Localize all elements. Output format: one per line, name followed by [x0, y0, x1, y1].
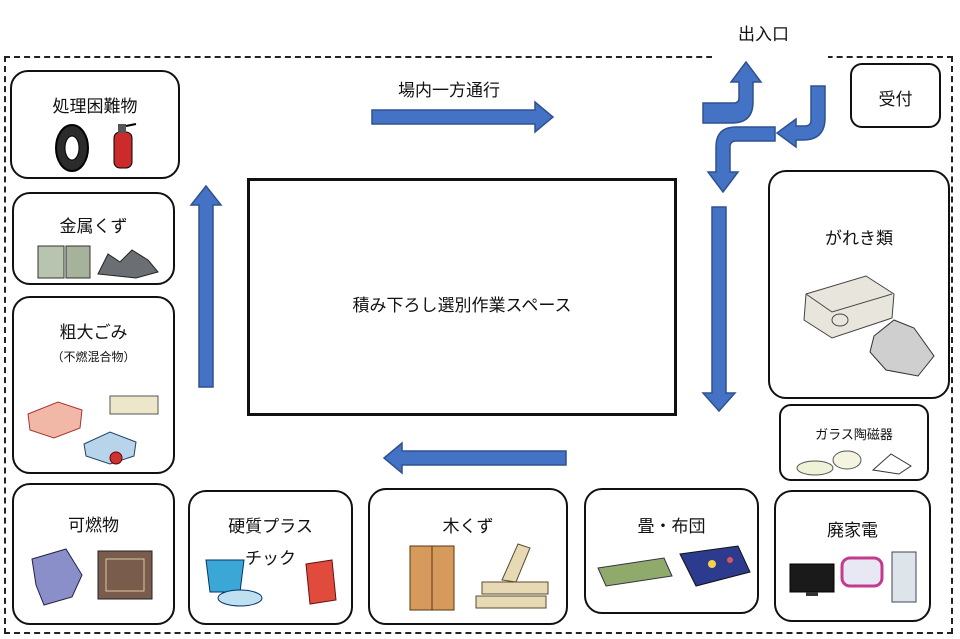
zone-oversized: 粗大ごみ （不燃混合物）	[12, 296, 175, 474]
zone-label-line2: チック	[245, 549, 296, 569]
arrow-left-bottom	[382, 441, 567, 475]
entrance-label: 出入口	[738, 25, 789, 45]
zone-glass: ガラス陶磁器	[779, 404, 929, 481]
zone-tatami: 畳・布団	[584, 488, 759, 614]
zone-label: 処理困難物	[52, 97, 138, 117]
reception-box: 受付	[850, 63, 941, 128]
zone-sublabel: （不燃混合物）	[51, 350, 136, 364]
furniture-icon	[27, 395, 159, 465]
arrow-exit-up	[702, 60, 763, 124]
zone-wood: 木くず	[368, 488, 568, 625]
wood-icon	[409, 543, 549, 611]
workspace-label: 積み下ろし選別作業スペース	[352, 296, 572, 316]
rubble-icon	[803, 275, 935, 377]
arrow-entry-down	[775, 85, 826, 149]
zone-label-line1: 硬質プラス	[228, 517, 313, 537]
entrance-gap	[712, 48, 828, 66]
zone-label: 粗大ごみ	[59, 323, 128, 343]
zone-appliances: 廃家電	[774, 490, 931, 622]
appliances-icon	[789, 551, 917, 603]
cloth-carpet-icon	[31, 548, 153, 606]
sorting-workspace: 積み下ろし選別作業スペース	[247, 178, 677, 416]
zone-label: 木くず	[442, 517, 494, 537]
arrow-right-top	[371, 100, 555, 134]
tatami-futon-icon	[597, 545, 751, 587]
tire-extinguisher-icon	[55, 123, 137, 172]
zone-label: 廃家電	[827, 521, 878, 541]
one-way-label: 場内一方通行	[398, 81, 500, 101]
site-boundary	[4, 56, 953, 634]
zone-label: ガラス陶磁器	[815, 428, 893, 443]
zone-label: がれき類	[825, 229, 893, 249]
plastic-items-icon	[205, 559, 337, 607]
reception-label: 受付	[878, 90, 913, 110]
zone-label: 可燃物	[68, 516, 119, 536]
glass-ceramics-icon	[796, 450, 912, 476]
zone-hard-to-process: 処理困難物	[10, 70, 180, 179]
zone-label: 畳・布団	[637, 517, 706, 537]
zone-metal: 金属くず	[12, 192, 175, 285]
metal-scrap-icon	[37, 245, 159, 279]
zone-hard-plastic: 硬質プラス チック	[188, 490, 353, 625]
arrow-entry-lane	[706, 126, 776, 194]
zone-label: 金属くず	[59, 217, 128, 237]
arrow-down-right	[701, 206, 737, 413]
arrow-up-left	[189, 184, 223, 388]
zone-combustible: 可燃物	[12, 483, 175, 625]
zone-rubble: がれき類	[768, 170, 950, 399]
